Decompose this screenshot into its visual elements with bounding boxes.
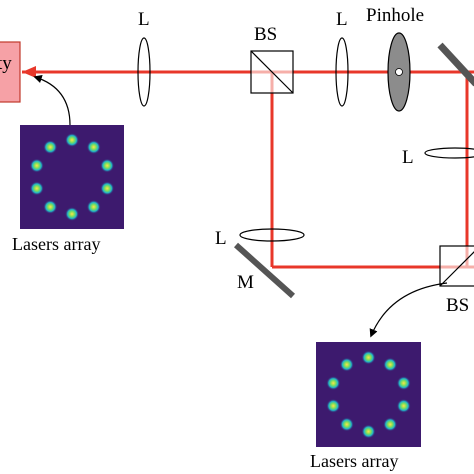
left-laser-spot	[100, 158, 115, 173]
arrow-cavity-to-array	[33, 75, 71, 126]
left-laser-spot	[100, 181, 115, 196]
bottom-laser-spot	[339, 417, 354, 432]
left-laser-spot	[65, 133, 79, 147]
cavity-label: ty	[0, 53, 12, 74]
beam-arrow-icon	[22, 66, 36, 78]
lens-top-left-label: L	[138, 9, 150, 30]
bottom-laser-spot	[396, 398, 411, 413]
bottom-laser-spot	[383, 357, 398, 372]
bottom-laser-spot	[339, 357, 354, 372]
left-laser-spot	[86, 199, 101, 214]
bottom-laser-spot	[396, 376, 411, 391]
beam-splitter-top	[250, 50, 294, 94]
left-laser-spot	[86, 140, 101, 155]
left-laser-spot	[29, 181, 44, 196]
lens-right	[424, 147, 474, 159]
mirror-lower-left-label: M	[237, 272, 254, 293]
cavity-box: ty	[0, 41, 21, 103]
beam-splitter-bottom	[439, 245, 474, 287]
beam-splitter-top-label: BS	[254, 24, 277, 45]
lens-top-right	[335, 37, 349, 107]
lens-right-label: L	[402, 147, 414, 168]
pinhole	[387, 32, 411, 112]
laser-spots-left	[29, 133, 115, 221]
mirror-lower-left	[233, 242, 296, 299]
mirror-top-right	[437, 42, 474, 87]
laser-array-image-bottom	[316, 342, 421, 447]
bottom-laser-spot	[326, 398, 341, 413]
lens-top-right-label: L	[336, 9, 348, 30]
pinhole-label: Pinhole	[366, 5, 424, 26]
laser-array-image-left	[20, 125, 124, 229]
left-laser-spot	[43, 199, 58, 214]
lens-lower-left	[239, 228, 305, 242]
array-caption-bottom: Lasers array	[310, 451, 398, 471]
beam-splitter-bottom-label: BS	[446, 295, 469, 316]
bottom-laser-spot	[326, 376, 341, 391]
laser-beam-path	[22, 70, 474, 269]
lens-lower-left-label: L	[215, 228, 227, 249]
lens-top-left	[137, 37, 151, 107]
bottom-laser-spot	[383, 417, 398, 432]
left-laser-spot	[65, 207, 79, 221]
left-laser-spot	[43, 140, 58, 155]
left-laser-spot	[29, 158, 44, 173]
bottom-laser-spot	[361, 350, 376, 365]
arrow-bs-to-array	[369, 282, 448, 338]
bottom-laser-spot	[361, 424, 376, 439]
array-caption-left: Lasers array	[12, 234, 100, 254]
laser-spots-bottom	[326, 350, 411, 439]
